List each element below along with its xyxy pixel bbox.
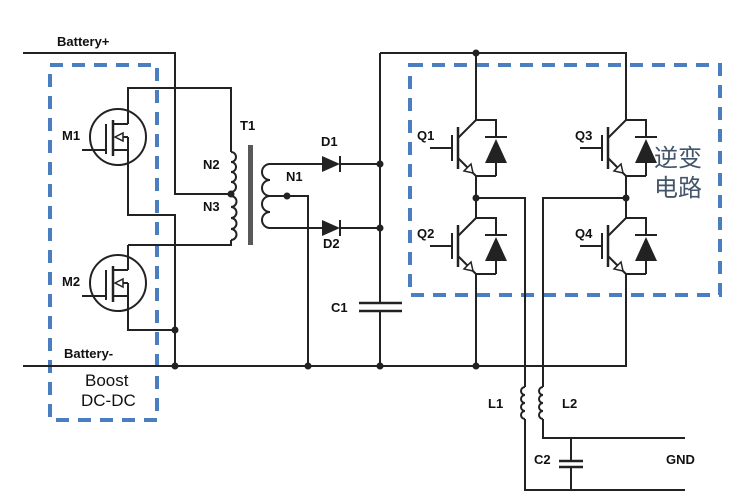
- label-battery-minus: Battery-: [64, 346, 114, 361]
- battery-minus-rail: [23, 274, 627, 367]
- label-boost-line1: Boost: [85, 371, 129, 390]
- inverter-section-box: [408, 63, 722, 297]
- igbt-q3: [580, 119, 657, 198]
- mosfet-m2: [82, 245, 175, 331]
- diode-d1: [322, 156, 380, 172]
- capacitor-c1: [359, 53, 402, 366]
- label-q4: Q4: [575, 226, 593, 241]
- label-c1: C1: [331, 300, 348, 315]
- inductor-l1: [520, 386, 685, 491]
- igbt-q2: [430, 198, 507, 366]
- label-c2: C2: [534, 452, 551, 467]
- label-battery-plus: Battery+: [57, 34, 110, 49]
- inductor-l2: [538, 386, 685, 439]
- capacitor-c2: [559, 438, 583, 490]
- label-l1: L1: [488, 396, 504, 411]
- battery-plus-rail: [23, 52, 231, 195]
- label-l2: L2: [562, 396, 578, 411]
- label-q1: Q1: [417, 128, 435, 143]
- label-t1: T1: [240, 118, 256, 133]
- igbt-q4: [580, 198, 657, 275]
- label-n2: N2: [203, 157, 220, 172]
- label-q2: Q2: [417, 226, 435, 241]
- junction-dots: [171, 49, 630, 370]
- transformer-t1: [128, 145, 322, 366]
- mosfet-m1: [82, 87, 232, 366]
- label-q3: Q3: [575, 128, 593, 143]
- label-inverter-line2: 电路: [654, 174, 702, 202]
- label-d1: D1: [321, 134, 338, 149]
- igbt-q1: [430, 53, 507, 198]
- load-wire-right: [542, 197, 626, 387]
- diode-d2: [322, 220, 380, 236]
- label-m2: M2: [62, 274, 81, 289]
- label-n1: N1: [286, 169, 303, 184]
- label-boost-line2: DC-DC: [81, 391, 136, 410]
- label-gnd: GND: [666, 452, 695, 467]
- label-d2: D2: [323, 236, 340, 251]
- label-n3: N3: [203, 199, 220, 214]
- label-inverter-line1: 逆变: [654, 144, 702, 172]
- load-wire-left: [476, 197, 526, 387]
- label-m1: M1: [62, 128, 81, 143]
- inverter-top-bus: [380, 52, 627, 120]
- boost-section-box: [48, 63, 159, 422]
